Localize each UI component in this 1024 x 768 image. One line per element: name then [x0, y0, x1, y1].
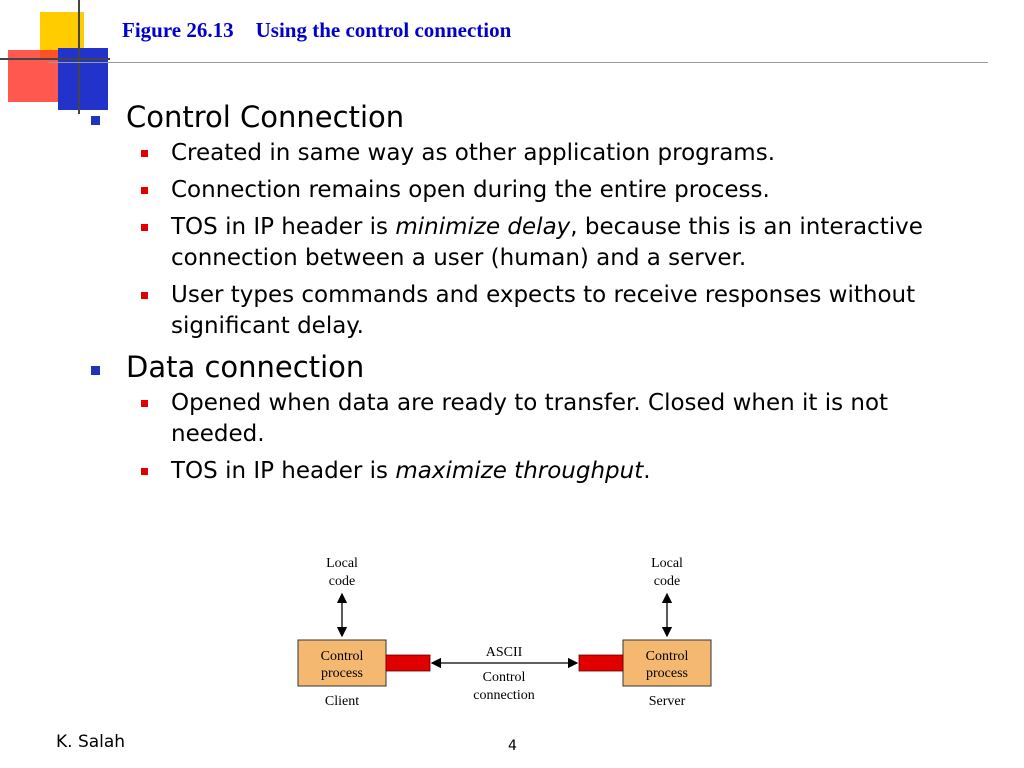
left-local-code-line2: code	[329, 574, 355, 589]
bullet-item: TOS in IP header is maximize throughput.	[126, 456, 968, 487]
server-process-line1: Control	[646, 649, 689, 664]
right-local-code-line2: code	[654, 574, 680, 589]
section-heading: Control Connection	[88, 98, 968, 136]
section-heading: Data connection	[88, 348, 968, 386]
server-label: Server	[649, 694, 686, 709]
slide-title: Figure 26.13 Using the control connection	[122, 18, 511, 43]
server-process-line2: process	[646, 666, 688, 681]
footer-author: K. Salah	[56, 732, 126, 752]
figure-label: Figure 26.13	[122, 18, 234, 42]
logo-horizontal-line	[0, 58, 110, 60]
bullet-item: TOS in IP header is minimize delay, beca…	[126, 212, 968, 274]
client-control-process-box	[297, 639, 387, 687]
title-divider	[48, 62, 988, 63]
logo-vertical-line	[78, 0, 80, 114]
connection-label-line2: connection	[473, 688, 534, 703]
page-number: 4	[508, 738, 517, 754]
bullet-item: Connection remains open during the entir…	[126, 175, 968, 206]
right-local-code-line1: Local	[651, 556, 683, 571]
connection-label-line1: Control	[483, 670, 526, 685]
bullet-item: Opened when data are ready to transfer. …	[126, 388, 968, 450]
client-process-line2: process	[321, 666, 363, 681]
client-label: Client	[325, 694, 359, 709]
corner-logo	[0, 0, 110, 115]
left-local-code-line1: Local	[326, 556, 358, 571]
client-process-line1: Control	[321, 649, 364, 664]
server-control-process-box	[622, 639, 712, 687]
client-connector	[385, 654, 431, 672]
bullet-item: Created in same way as other application…	[126, 138, 968, 169]
server-connector	[578, 654, 624, 672]
bullet-item: User types commands and expects to recei…	[126, 280, 968, 342]
ascii-label: ASCII	[486, 645, 523, 660]
title-text: Using the control connection	[255, 18, 512, 42]
control-connection-diagram: Local code Local code Control process Co…	[297, 556, 712, 709]
bullet-list: Control Connection Created in same way a…	[88, 98, 968, 493]
